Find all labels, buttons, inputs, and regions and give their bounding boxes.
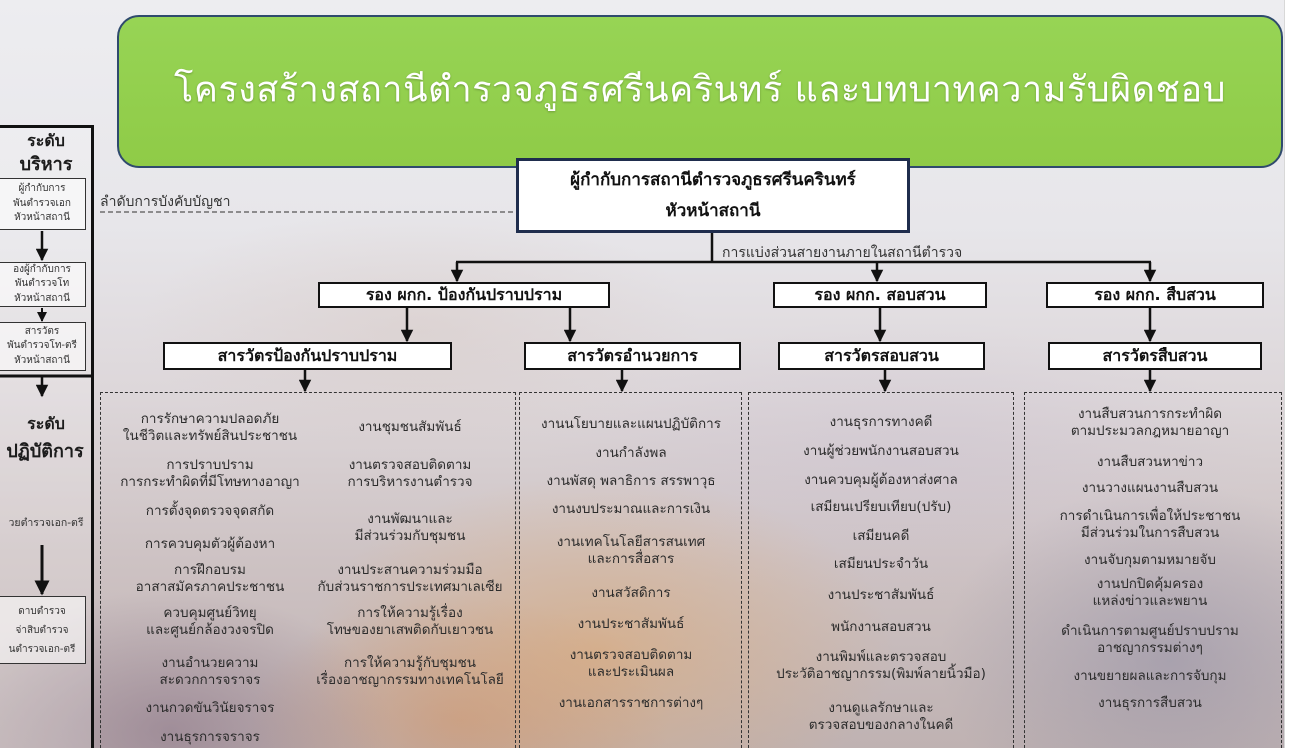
ops-level-label: ระดับ <box>27 414 65 433</box>
title-banner: โครงสร้างสถานีตำรวจภูธรศรีนครินทร์ และบท… <box>117 15 1283 168</box>
duty-frame-inquiry <box>748 392 1014 748</box>
duty-item: งานสวัสดิการ <box>591 585 671 601</box>
ops-level-title: ปฏิบัติการ <box>6 441 84 462</box>
duty-item: งานเทคโนโลยีสารสนเทศ และการสื่อสาร <box>556 534 706 567</box>
inspector-box-investigation: สารวัตรสืบสวน <box>1048 342 1262 370</box>
rank-box-deputy: องผู้กำกับการ พันตำรวจโท หัวหน้าสถานี <box>0 262 86 307</box>
rank-text: ดาบตำรวจ จ่าสิบตำรวจ นตำรวจเอก-ตรี <box>8 605 76 655</box>
duty-item: เสมียนคดี <box>852 528 910 544</box>
duty-item: การรักษาความปลอดภัย ในชีวิตและทรัพย์สินป… <box>122 411 298 444</box>
deputy-box-investigation: รอง ผกก. สืบสวน <box>1046 282 1264 308</box>
duty-item: การให้ความรู้กับชุมชน เรื่องอาชญากรรมทาง… <box>316 655 504 688</box>
duty-item: งานวางแผนงานสืบสวน <box>1081 480 1219 496</box>
rank-text: สารวัตร พันตำรวจโท-ตรี หัวหน้าสถานี <box>7 325 77 366</box>
rank-box-inspector: สารวัตร พันตำรวจโท-ตรี หัวหน้าสถานี <box>0 322 86 371</box>
duty-item: การตั้งจุดตรวจจุดสกัด <box>145 503 275 519</box>
rank-box-superintendent: ผู้กำกับการ พันตำรวจเอก หัวหน้าสถานี <box>0 178 86 230</box>
admin-level-title: บริหาร <box>19 154 73 175</box>
duty-item: การปราบปราม การกระทำผิดที่มีโทษทางอาญา <box>120 457 300 490</box>
rank-text: ผู้กำกับการ พันตำรวจเอก หัวหน้าสถานี <box>13 183 71 224</box>
duty-item: งานตรวจสอบติดตาม และประเมินผล <box>569 647 693 680</box>
duty-item: งานขยายผลและการจับกุม <box>1073 668 1227 684</box>
duty-item: การฝึกอบรม อาสาสมัครภาคประชาชน <box>135 562 285 595</box>
deputy-box-inquiry: รอง ผกก. สอบสวน <box>773 282 987 308</box>
page-title: โครงสร้างสถานีตำรวจภูธรศรีนครินทร์ และบท… <box>174 69 1226 111</box>
rank-text: องผู้กำกับการ พันตำรวจโท หัวหน้าสถานี <box>13 263 71 304</box>
duty-item: งานเอกสารราชการต่างๆ <box>558 695 704 711</box>
duty-item: งานดูแลรักษาและ ตรวจสอบของกลางในคดี <box>808 700 954 733</box>
duty-item: งานปกปิดคุ้มครอง แหล่งข่าวและพยาน <box>1092 576 1208 609</box>
duty-item: งานจับกุมตามหมายจับ <box>1084 552 1216 568</box>
inspector-box-administration: สารวัตรอำนวยการ <box>524 342 741 370</box>
duty-item: งานพัสดุ พลาธิการ สรรพาวุธ <box>546 473 716 489</box>
station-head-box: ผู้กำกับการสถานีตำรวจภูธรศรีนครินทร์ หัว… <box>516 158 910 233</box>
inspector-box-suppression: สารวัตรป้องกันปราบปราม <box>163 342 452 370</box>
duty-item: การดำเนินการเพื่อให้ประชาชน มีส่วนร่วมใน… <box>1059 508 1241 541</box>
division-label: การแบ่งส่วนสายงานภายในสถานีตำรวจ <box>722 245 963 261</box>
duty-frame-investigation <box>1024 392 1282 748</box>
deputy-box-suppression: รอง ผกก. ป้องกันปราบปราม <box>318 282 610 308</box>
duty-item: งานประชาสัมพันธ์ <box>827 587 935 603</box>
duty-item: การให้ความรู้เรื่อง โทษของยาเสพติดกับเยา… <box>326 605 494 638</box>
rank-box-nco: ดาบตำรวจ จ่าสิบตำรวจ นตำรวจเอก-ตรี <box>0 596 86 664</box>
duty-item: งานธุรการจราจร <box>160 729 260 745</box>
admin-level-label: ระดับ <box>27 131 65 150</box>
duty-item: ดำเนินการตามศูนย์ปราบปราม อาชญากรรมต่างๆ <box>1061 623 1239 656</box>
duty-item: งานธุรการทางคดี <box>829 414 933 430</box>
duty-item: การควบคุมตัวผู้ต้องหา <box>144 536 276 552</box>
duty-item: งานอำนวยความ สะดวกการจราจร <box>159 655 261 688</box>
station-head-subtitle: หัวหน้าสถานี <box>665 200 761 221</box>
duty-item: งานพิมพ์และตรวจสอบ ประวัติอาชญากรรม(พิมพ… <box>776 649 986 682</box>
duty-frame-suppression <box>100 392 516 748</box>
ops-rank-label: วยตำรวจเอก-ตรี <box>8 517 84 529</box>
duty-item: ควบคุมศูนย์วิทยุ และศูนย์กล้องวงจรปิด <box>146 605 274 638</box>
duty-item: เสมียนประจำวัน <box>833 556 929 572</box>
duty-item: งานประสานความร่วมมือ กับส่วนราชการประเทศ… <box>317 562 503 595</box>
duty-item: งานงบประมาณและการเงิน <box>551 501 711 517</box>
chain-of-command-label: ลำดับการบังคับบัญชา <box>100 194 231 210</box>
station-head-title: ผู้กำกับการสถานีตำรวจภูธรศรีนครินทร์ <box>570 169 856 190</box>
duty-item: งานกวดขันวินัยจราจร <box>145 700 275 716</box>
duty-item: เสมียนเปรียบเทียบ(ปรับ) <box>810 499 952 515</box>
duty-item: งานชุมชนสัมพันธ์ <box>358 419 462 435</box>
duty-item: งานประชาสัมพันธ์ <box>577 616 685 632</box>
duty-item: พนักงานสอบสวน <box>831 619 931 635</box>
duty-item: งานตรวจสอบติดตาม การบริหารงานตำรวจ <box>347 457 473 490</box>
inspector-box-inquiry: สารวัตรสอบสวน <box>778 342 985 370</box>
duty-item: งานควบคุมผู้ต้องหาส่งศาล <box>804 472 958 488</box>
duty-frame-administration <box>519 392 742 748</box>
duty-item: งานสืบสวนหาข่าว <box>1096 454 1204 470</box>
right-margin-strip <box>1284 0 1290 748</box>
duty-item: งานนโยบายและแผนปฏิบัติการ <box>541 416 721 432</box>
duty-item: งานสืบสวนการกระทำผิด ตามประมวลกฎหมายอาญา <box>1070 406 1230 439</box>
duty-item: งานธุรการสืบสวน <box>1098 695 1202 711</box>
duty-item: งานกำลังพล <box>595 445 667 461</box>
duty-item: งานผู้ช่วยพนักงานสอบสวน <box>803 443 959 459</box>
duty-item: งานพัฒนาและ มีส่วนร่วมกับชุมชน <box>354 511 466 544</box>
